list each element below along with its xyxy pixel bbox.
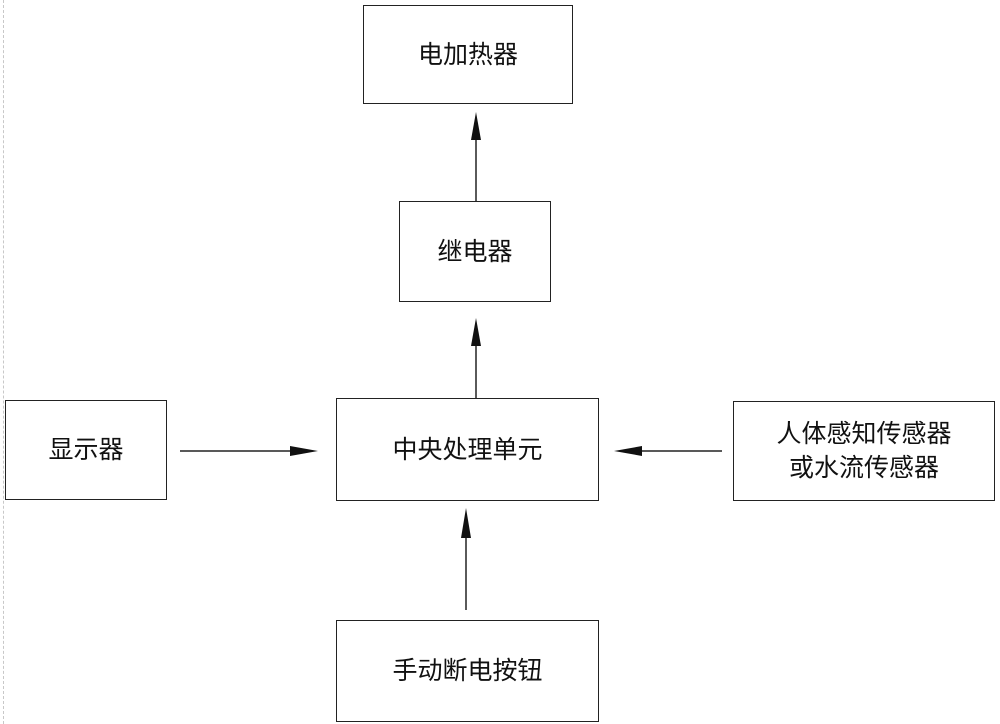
sensor-node: 人体感知传感器 或水流传感器 [733,401,995,501]
button-label: 手动断电按钮 [392,654,542,688]
heater-label: 电加热器 [418,38,518,72]
arrow-display-to-cpu [180,446,318,456]
display-node: 显示器 [5,400,167,500]
relay-label: 继电器 [437,235,512,269]
display-label: 显示器 [48,433,123,467]
relay-node: 继电器 [399,201,551,302]
arrow-relay-to-heater [471,112,481,201]
arrow-cpu-to-relay [471,318,481,398]
arrow-button-to-cpu [461,508,471,610]
arrow-sensor-to-cpu [614,446,722,456]
cpu-node: 中央处理单元 [336,398,599,501]
sensor-label-line-2: 或水流传感器 [789,451,939,485]
sensor-label-line-1: 人体感知传感器 [776,417,951,451]
manual-cutoff-button-node: 手动断电按钮 [336,620,599,722]
heater-node: 电加热器 [363,5,573,104]
cpu-label: 中央处理单元 [392,433,542,467]
